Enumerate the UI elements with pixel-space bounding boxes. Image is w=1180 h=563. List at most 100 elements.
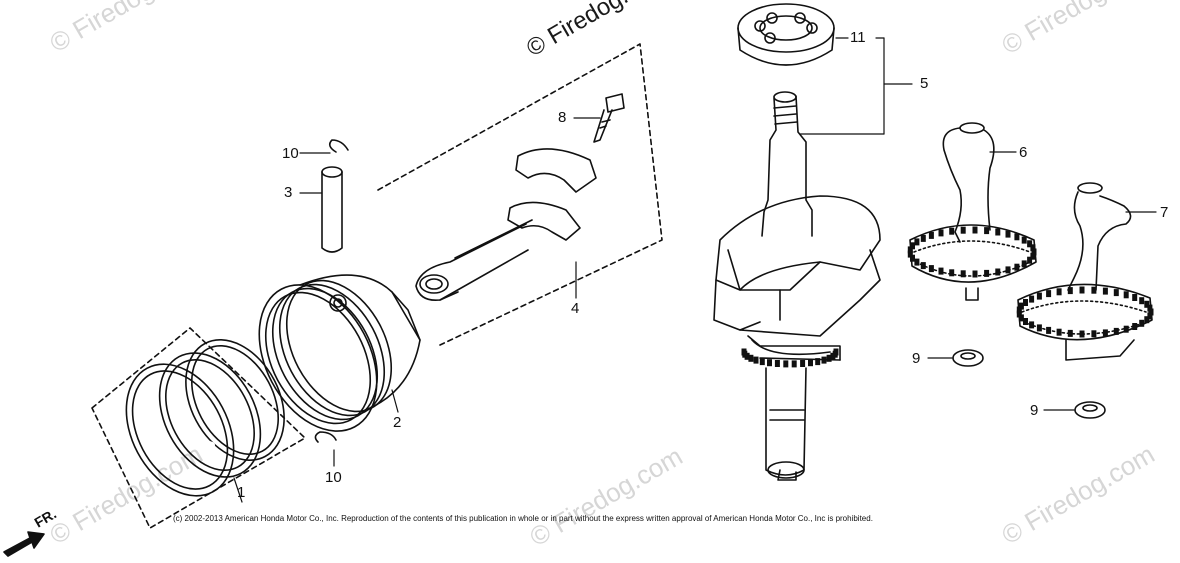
callout-7: 7: [1160, 204, 1169, 221]
gear-tooth: [1027, 256, 1033, 264]
gear-tooth: [1014, 263, 1020, 271]
gear-tooth: [928, 231, 934, 239]
gear-tooth: [800, 360, 806, 367]
callout-10-upper: 10: [282, 145, 299, 162]
callout-2: 2: [393, 414, 402, 431]
balancer-shaft-6: [909, 122, 1037, 301]
gear-tooth: [972, 270, 978, 278]
gear-tooth: [1029, 295, 1035, 303]
gear-tooth: [1132, 323, 1138, 330]
gear-tooth: [1132, 294, 1138, 301]
gear-tooth: [984, 227, 990, 235]
piston-rings: [125, 339, 285, 497]
gear-tooth: [1029, 321, 1035, 329]
gear-tooth: [767, 359, 772, 367]
gear-tooth: [928, 265, 934, 273]
gear-tooth: [1036, 292, 1042, 300]
callout-3: 3: [284, 184, 293, 201]
washer-upper: [952, 349, 984, 367]
balancer-shaft-7: [1017, 182, 1153, 361]
callout-8: 8: [558, 109, 567, 126]
gear-tooth: [1046, 290, 1052, 298]
gear-tooth: [1091, 286, 1097, 294]
connecting-rod: [415, 148, 597, 302]
gear-tooth: [1031, 248, 1037, 256]
gear-tooth: [1018, 302, 1024, 310]
gear-tooth: [1113, 327, 1119, 335]
gear-tooth: [1123, 291, 1129, 299]
gear-tooth: [914, 258, 920, 266]
piston: [258, 274, 421, 432]
callout-9-lower: 9: [1030, 402, 1039, 419]
gear-tooth: [960, 270, 966, 278]
gear-tooth: [920, 262, 926, 270]
callout-4: 4: [571, 300, 580, 317]
gear-tooth: [920, 234, 926, 242]
gear-tooth: [1139, 297, 1145, 305]
conrod-boundary: [377, 43, 663, 346]
callout-1: 1: [237, 484, 246, 501]
gear-tooth: [821, 356, 827, 364]
callout-5: 5: [920, 75, 929, 92]
gear-tooth: [938, 267, 944, 275]
gear-tooth: [910, 242, 915, 250]
gear-tooth: [826, 354, 832, 362]
gear-tooth: [1036, 324, 1042, 332]
callout-10-lower: 10: [325, 469, 342, 486]
front-arrow-icon: [3, 531, 45, 557]
gear-tooth: [791, 360, 797, 368]
gear-tooth: [1067, 329, 1073, 337]
gear-tooth: [808, 359, 813, 367]
gear-tooth: [914, 238, 920, 246]
gear-tooth: [1148, 308, 1154, 316]
gear-teeth: [741, 226, 1154, 368]
circlip-bottom: [314, 431, 337, 443]
gear-tooth: [759, 358, 765, 366]
crankshaft: [713, 91, 881, 481]
gear-tooth: [1021, 236, 1027, 244]
gear-tooth: [774, 360, 780, 367]
gear-tooth: [815, 358, 821, 366]
gear-tooth: [1046, 326, 1052, 334]
gear-tooth: [1027, 240, 1033, 248]
ball-bearing: [737, 3, 835, 66]
gear-tooth: [1005, 266, 1011, 274]
gear-tooth: [753, 356, 759, 364]
gear-tooth: [1102, 329, 1108, 337]
gear-tooth: [995, 228, 1001, 236]
gear-tooth: [1144, 316, 1150, 324]
washer-lower: [1074, 401, 1106, 419]
gear-tooth: [1023, 299, 1028, 306]
wrist-pin: [321, 166, 343, 253]
gear-tooth: [1056, 288, 1062, 296]
gear-tooth: [1021, 260, 1027, 268]
gear-tooth: [949, 227, 955, 235]
gear-tooth: [949, 269, 955, 277]
leader-lines: [233, 37, 1157, 503]
circlip-top: [328, 139, 349, 153]
gear-tooth: [1005, 230, 1011, 238]
callout-9-upper: 9: [912, 350, 921, 367]
conrod-bolt: [593, 93, 625, 143]
gear-tooth: [1139, 319, 1145, 327]
gear-tooth: [1056, 328, 1062, 336]
gear-tooth: [1102, 287, 1108, 295]
gear-tooth: [995, 268, 1001, 276]
gear-tooth: [1079, 286, 1085, 294]
copyright-notice: (c) 2002-2013 American Honda Motor Co., …: [173, 514, 873, 523]
gear-tooth: [783, 360, 789, 368]
gear-tooth: [960, 226, 966, 234]
gear-tooth: [1123, 325, 1129, 333]
gear-tooth: [1014, 233, 1020, 241]
gear-tooth: [1079, 330, 1085, 338]
gear-tooth: [1023, 318, 1028, 325]
gear-tooth: [938, 229, 944, 237]
gear-tooth: [1144, 300, 1150, 308]
gear-tooth: [972, 226, 978, 234]
callout-6: 6: [1019, 144, 1028, 161]
gear-tooth: [1113, 289, 1119, 297]
gear-tooth: [1091, 330, 1097, 338]
gear-tooth: [1067, 287, 1073, 295]
gear-tooth: [741, 348, 747, 356]
